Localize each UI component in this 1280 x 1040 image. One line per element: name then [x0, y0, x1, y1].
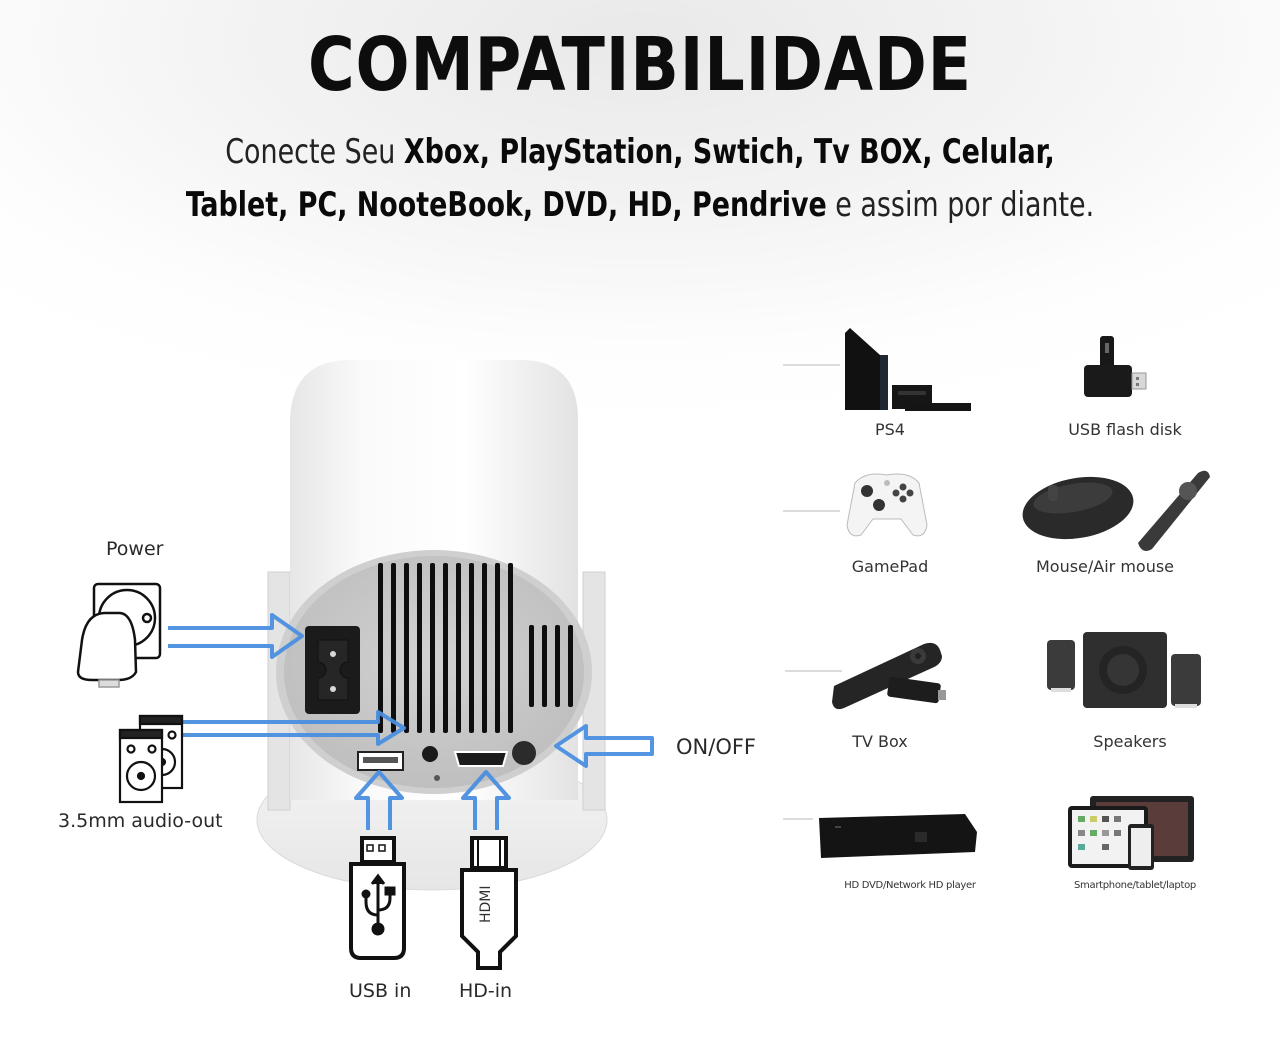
hdmi-plug-icon — [460, 836, 518, 970]
tv-stick-icon — [832, 642, 946, 710]
hd-in-label: HD-in — [459, 980, 513, 1002]
device-label-tv-box: TV Box — [852, 732, 908, 751]
subtitle-suffix: e assim por diante. — [826, 185, 1095, 225]
page-title: COMPATIBILIDADE — [307, 22, 973, 108]
bracket-branch — [785, 670, 842, 672]
multi-device-icon — [1068, 796, 1194, 870]
subtitle-line-2: Tablet, PC, NooteBook, DVD, HD, Pendrive… — [77, 185, 1203, 225]
device-label-usb-flash-disk: USB flash disk — [1068, 420, 1182, 439]
subtitle-prefix: Conecte Seu — [225, 132, 404, 172]
gamepad-icon — [846, 473, 928, 537]
device-label-ps4: PS4 — [875, 420, 905, 439]
audio-out-label: 3.5mm audio-out — [58, 810, 223, 832]
device-label-speakers: Speakers — [1093, 732, 1167, 751]
power-label: Power — [106, 538, 164, 560]
usb-in-label: USB in — [349, 980, 412, 1002]
speakers-icon — [118, 714, 184, 804]
device-label-dvd: HD DVD/Network HD player — [844, 880, 976, 891]
hdmi-plug-text: HDMI — [478, 885, 494, 923]
subtitle-line-1: Conecte Seu Xbox, PlayStation, Swtich, T… — [77, 132, 1203, 172]
usb-flash-disk-icon — [1084, 336, 1147, 397]
speakers-icon — [1047, 632, 1201, 708]
subtitle-devices-2: Tablet, PC, NooteBook, DVD, HD, Pendrive — [185, 185, 827, 225]
usb-symbol-icon — [361, 873, 396, 936]
device-label-multi-device: Smartphone/tablet/laptop — [1074, 880, 1196, 891]
bracket-branch — [783, 818, 813, 820]
mouse-icon — [1022, 470, 1210, 551]
subtitle-devices-1: Xbox, PlayStation, Swtich, Tv BOX, Celul… — [403, 132, 1055, 172]
bracket-branch — [783, 510, 840, 512]
power-plug-icon — [76, 582, 162, 688]
device-label-mouse: Mouse/Air mouse — [1035, 557, 1175, 576]
bracket-branch — [783, 364, 840, 366]
on-off-label: ON/OFF — [676, 735, 757, 759]
device-label-gamepad: GamePad — [851, 557, 929, 576]
projector-illustration — [76, 360, 654, 970]
game-console-icon — [845, 328, 971, 411]
dvd-player-icon — [819, 814, 977, 858]
